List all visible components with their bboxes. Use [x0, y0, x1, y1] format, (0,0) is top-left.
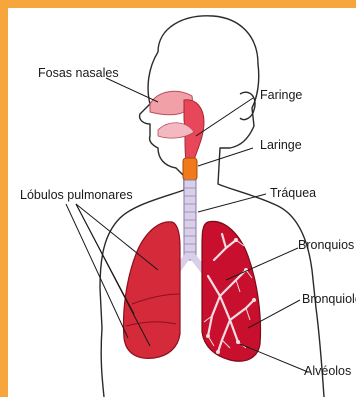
label-bronquios: Bronquios	[298, 238, 354, 252]
label-laringe: Laringe	[260, 138, 302, 152]
label-bronquiolos: Bronquiolos	[302, 292, 356, 306]
label-lobulos-pulmonares: Lóbulos pulmonares	[20, 188, 133, 202]
label-faringe: Faringe	[260, 88, 302, 102]
left-lung	[124, 222, 181, 359]
label-fosas-nasales: Fosas nasales	[38, 66, 119, 80]
diagram-frame: Fosas nasales Faringe Laringe Lóbulos pu…	[8, 8, 356, 397]
label-alveolos: Alvéolos	[304, 364, 351, 378]
larynx	[183, 158, 197, 180]
label-traquea: Tráquea	[270, 186, 316, 200]
